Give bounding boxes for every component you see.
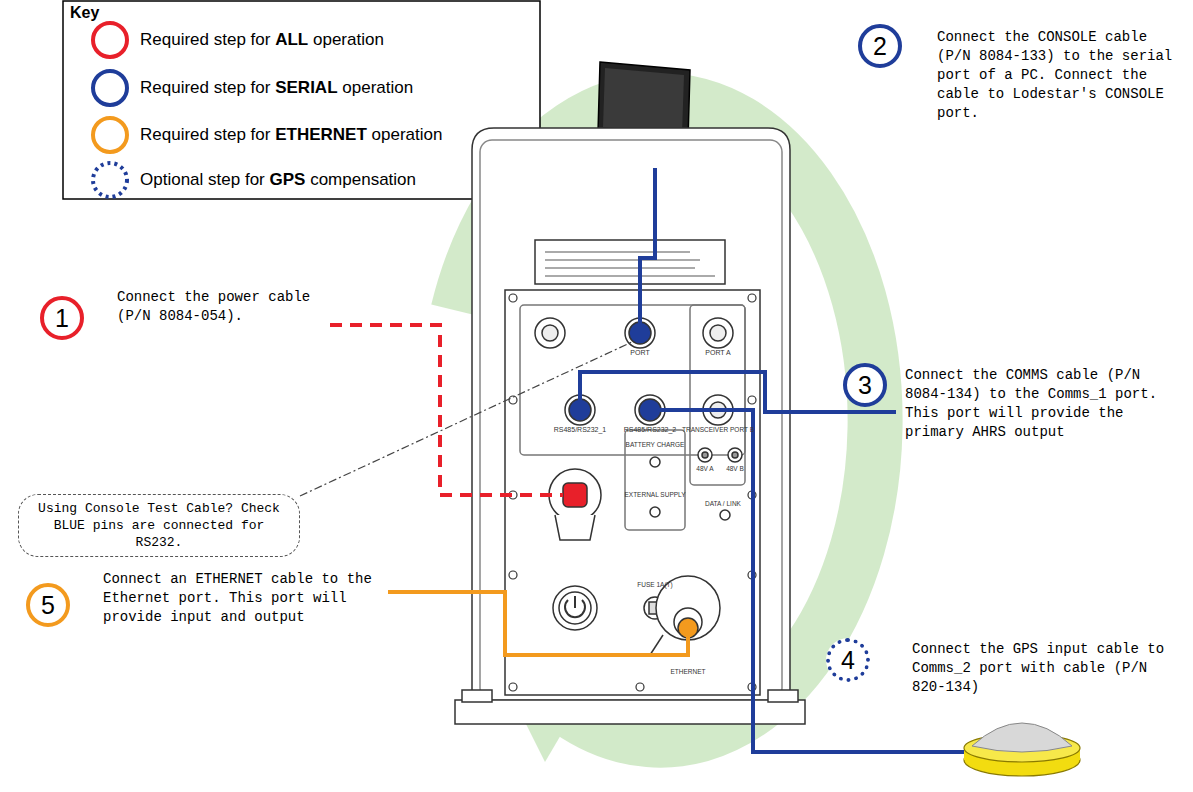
port-label: DATA / LINK: [705, 500, 741, 508]
legend-text: Required step for ETHERNET operation: [140, 124, 442, 146]
step-instruction: Connect the GPS input cable to Comms_2 p…: [912, 640, 1167, 697]
port-label: PORT: [630, 349, 649, 357]
connectors: [535, 318, 742, 655]
screws: [509, 294, 756, 691]
callout-text: 4: [841, 646, 855, 675]
gps-antenna: [964, 723, 1080, 776]
callout-text: 5: [41, 591, 55, 620]
legend-sample: [93, 118, 127, 152]
port-label: 48V B: [726, 465, 744, 473]
key-heading: Key: [70, 3, 99, 23]
console-cable: [640, 168, 655, 333]
note-box: Using Console Test Cable? Check BLUE pin…: [18, 494, 300, 557]
key-box: [63, 1, 540, 199]
callout-text: 3: [858, 371, 872, 400]
step-instruction: Connect the power cable (P/N 8084-054).: [117, 288, 317, 326]
callout-number: 4: [826, 638, 870, 682]
port-label: RS485/RS232_2: [624, 426, 677, 434]
port-label: RS485/RS232_1: [554, 426, 607, 434]
note-text: Using Console Test Cable? Check BLUE pin…: [38, 501, 280, 550]
port-label: FUSE 1A(T): [637, 581, 672, 589]
callout-text: 1: [55, 304, 69, 333]
ethernet-cable: [388, 592, 688, 655]
callout-number: 1: [40, 296, 84, 340]
legend-text: Required step for ALL operation: [140, 29, 384, 51]
legend-text: Optional step for GPS compensation: [140, 169, 416, 191]
step-instruction: Connect the CONSOLE cable (P/N 8084-133)…: [937, 28, 1182, 123]
port-label: 48V A: [696, 465, 713, 473]
callout-number: 3: [843, 363, 887, 407]
power-cable: [330, 325, 563, 495]
port-label: ETHERNET: [670, 668, 705, 676]
legend-sample: [93, 163, 127, 197]
port-label: PORT A: [705, 349, 730, 357]
callout-number: 2: [858, 24, 902, 68]
legend-sample: [93, 23, 127, 57]
callout-text: 2: [873, 32, 887, 61]
legend-text: Required step for SERIAL operation: [140, 77, 413, 99]
leader-line: [300, 342, 632, 496]
callout-number: 5: [26, 583, 70, 627]
port-label: EXTERNAL SUPPLY: [624, 491, 685, 499]
cycle-arrow: [458, 100, 875, 762]
port-label: TRANSCEIVER PORT B: [682, 426, 754, 434]
step-instruction: Connect the COMMS cable (P/N 8084-134) t…: [905, 366, 1160, 442]
legend-sample: [93, 71, 127, 105]
port-label: BATTERY CHARGE: [626, 441, 685, 449]
gps-cable: [650, 410, 985, 752]
step-instruction: Connect an ETHERNET cable to the Etherne…: [103, 570, 378, 627]
